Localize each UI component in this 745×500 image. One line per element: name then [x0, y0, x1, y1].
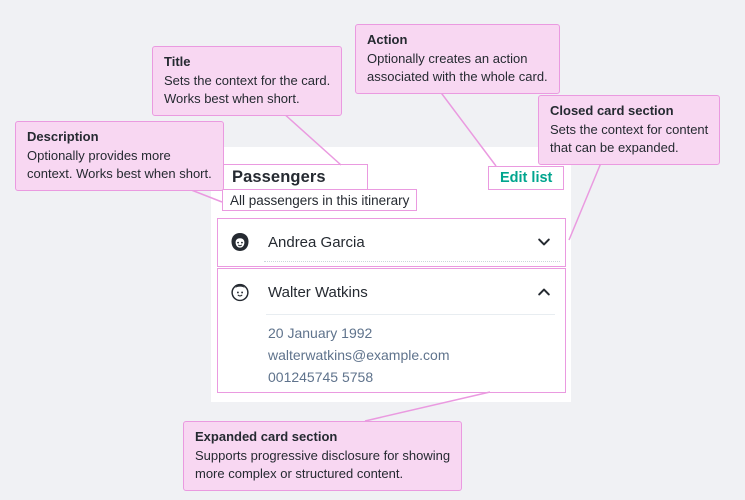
- annotation-heading: Closed card section: [550, 103, 674, 118]
- chevron-down-icon[interactable]: [536, 234, 552, 250]
- chevron-up-icon[interactable]: [536, 284, 552, 300]
- annotation-body-line: Supports progressive disclosure for show…: [195, 447, 451, 463]
- annotation-body-line: more complex or structured content.: [195, 466, 404, 481]
- passenger-birthdate: 20 January 1992: [268, 325, 373, 341]
- annotation-body-line: Optionally provides more: [27, 147, 171, 163]
- edit-list-button-label: Edit list: [500, 170, 553, 186]
- annotation-body-line: Sets the context for the card.: [164, 72, 331, 88]
- card-title: Passengers: [232, 167, 326, 186]
- section-divider: [266, 314, 555, 315]
- annotation-body-line: Works best when short.: [164, 91, 300, 106]
- card-title-highlight: Passengers: [222, 164, 368, 190]
- passenger-email: walterwatkins@example.com: [268, 347, 450, 363]
- annotation-body-line: associated with the whole card.: [367, 69, 548, 84]
- annotation-heading: Action: [367, 32, 408, 47]
- annotation-heading: Expanded card section: [195, 429, 338, 444]
- annotation-body-line: Sets the context for content: [550, 121, 709, 137]
- passenger-name: Walter Watkins: [268, 283, 368, 301]
- annotation-body-line: that can be expanded.: [550, 140, 679, 155]
- passenger-name: Andrea Garcia: [268, 233, 365, 251]
- card-section-collapsed[interactable]: Andrea Garcia: [217, 218, 566, 267]
- woman-avatar-icon: [229, 231, 251, 253]
- annotation-heading: Title: [164, 54, 191, 69]
- card-section-expanded: Walter Watkins 20 January 1992 walterwat…: [217, 268, 566, 393]
- annotation-body-line: Optionally creates an action: [367, 50, 528, 66]
- annotation-closed-card-section: Closed card section Sets the context for…: [538, 95, 721, 165]
- boy-avatar-icon: [229, 281, 251, 303]
- section-divider: [264, 261, 560, 262]
- card-description: All passengers in this itinerary: [230, 192, 410, 208]
- annotation-description: Description Optionally provides more con…: [15, 121, 224, 191]
- passenger-document-number: 001245745 5758: [268, 369, 374, 385]
- annotation-action: Action Optionally creates an action asso…: [355, 24, 560, 94]
- passenger-details: 20 January 1992 walterwatkins@example.co…: [268, 322, 450, 388]
- annotation-heading: Description: [27, 129, 99, 144]
- annotation-body-line: context. Works best when short.: [27, 166, 212, 181]
- annotation-expanded-card-section: Expanded card section Supports progressi…: [183, 421, 463, 491]
- annotation-title: Title Sets the context for the card. Wor…: [152, 46, 343, 116]
- card-description-highlight: All passengers in this itinerary: [222, 189, 418, 211]
- edit-list-button[interactable]: Edit list: [488, 166, 565, 190]
